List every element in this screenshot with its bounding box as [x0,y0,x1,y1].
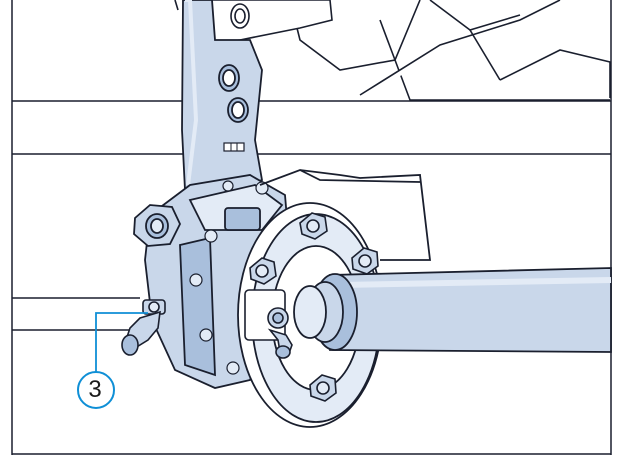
upper-mount [199,0,333,45]
hub-bolt [351,247,379,275]
callout-circle [77,371,115,409]
hub-bolt [299,212,328,240]
chassis-frame [12,0,611,331]
adjuster-nut [133,204,182,247]
callout-number: 3 [88,376,102,403]
callout-leader [95,312,148,372]
axle-shaft [293,267,612,353]
image-border [11,0,612,455]
hub-bolts [249,212,379,402]
grease-nipple [121,299,166,356]
hub-bolt [309,374,337,402]
hub-bolt [249,257,277,285]
inner-hub [244,289,293,359]
slack-adjuster-arm [181,0,264,201]
